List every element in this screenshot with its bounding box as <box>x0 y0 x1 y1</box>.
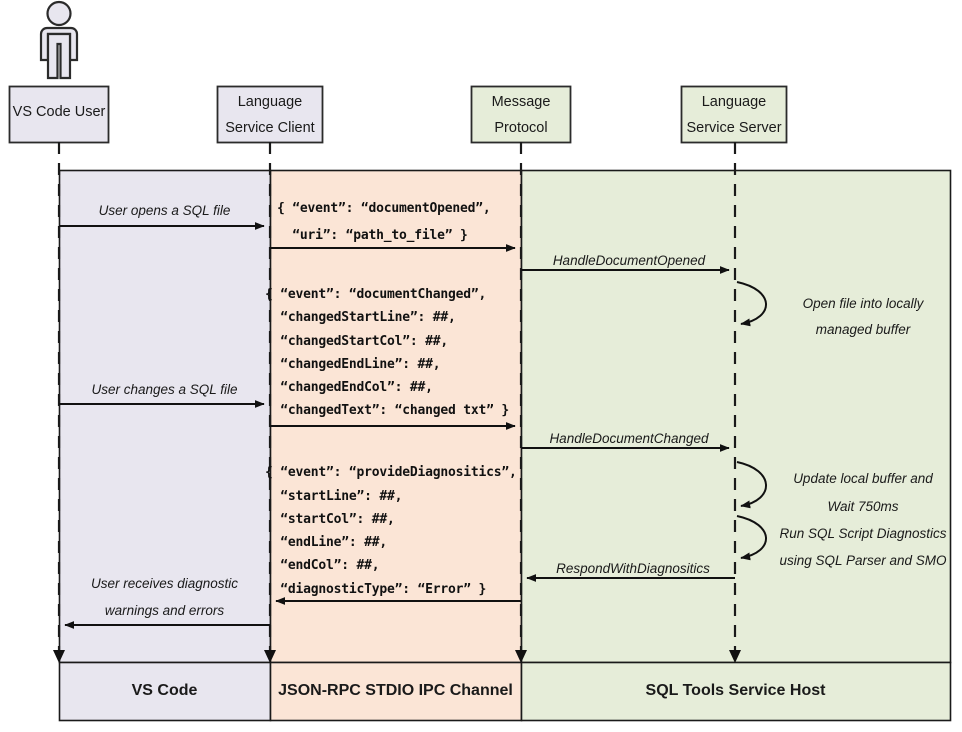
participant-label-language-service-client-line2: Service Client <box>225 120 315 136</box>
footer-band-service-host <box>520 661 952 722</box>
self-loop-run-script-diagnostics <box>736 515 767 561</box>
footer-label-vs-code: VS Code <box>131 682 198 699</box>
lifeline-terminators <box>53 650 741 663</box>
self-note-update-buffer-wait-line1: Update local buffer and <box>793 471 933 486</box>
participant-box-language-service-server[interactable] <box>680 85 788 144</box>
payload-provide-diagnositics-line-5: “endCol”: ##, <box>265 558 380 573</box>
payload-provide-diagnositics-line-3: “startCol”: ##, <box>265 512 395 527</box>
participant-label-language-service-client-line1: Language <box>237 94 303 110</box>
payload-document-changed-line-4: “changedEndLine”: ##, <box>265 357 441 372</box>
self-loop-update-buffer-wait <box>736 461 767 509</box>
self-loop-open-file-buffer <box>736 281 767 327</box>
message-label-handle-document-opened: HandleDocumentOpened <box>552 253 706 268</box>
participant-label-message-protocol-line2: Protocol <box>494 120 548 136</box>
payload-document-opened-line-2: “uri”: “path_to_file” } <box>277 228 468 243</box>
lifelines <box>57 142 737 655</box>
self-note-run-script-diagnostics-line1: Run SQL Script Diagnostics <box>779 526 947 541</box>
message-label-user-opens-sql-file: User opens a SQL file <box>98 203 231 218</box>
participant-boxes <box>8 85 788 144</box>
payload-provide-diagnositics-line-4: “endLine”: ##, <box>265 535 388 550</box>
self-note-open-file-buffer-line2: managed buffer <box>815 322 911 337</box>
person-icon <box>39 0 79 80</box>
payload-document-changed-line-6: “changedText”: “changed txt” } <box>265 403 510 418</box>
message-label-user-receives-diagnostics-line2: warnings and errors <box>104 603 225 618</box>
message-label-respond-with-diagnositics: RespondWithDiagnositics <box>556 561 710 576</box>
payload-document-changed-line-2: “changedStartLine”: ##, <box>265 310 456 325</box>
participant-label-language-service-server-line2: Service Server <box>686 120 782 136</box>
footer-label-service-host: SQL Tools Service Host <box>645 682 826 699</box>
payload-document-changed-line-5: “changedEndCol”: ##, <box>265 380 433 395</box>
payload-document-changed-line-1: { “event”: “documentChanged”, <box>265 287 487 302</box>
footer-band-ipc-channel <box>269 661 523 722</box>
self-note-run-script-diagnostics-line2: using SQL Parser and SMO <box>779 553 947 568</box>
message-label-handle-document-changed: HandleDocumentChanged <box>549 431 709 446</box>
participant-box-language-service-client[interactable] <box>216 85 324 144</box>
participant-label-vs-code-user: VS Code User <box>12 104 106 120</box>
self-loops <box>736 281 767 561</box>
band-ipc-channel <box>269 169 523 664</box>
participant-label-message-protocol-line1: Message <box>491 94 551 110</box>
payload-provide-diagnositics-line-1: { “event”: “provideDiagnositics”, <box>265 465 517 480</box>
payload-document-opened-line-1: { “event”: “documentOpened”, <box>277 201 491 216</box>
payload-provide-diagnositics-line-6: “diagnosticType”: “Error” } <box>265 582 487 597</box>
self-note-open-file-buffer-line1: Open file into locally <box>802 296 924 311</box>
self-note-update-buffer-wait-line2: Wait 750ms <box>827 499 899 514</box>
participant-label-language-service-server-line1: Language <box>701 94 767 110</box>
payload-document-changed-line-3: “changedStartCol”: ##, <box>265 334 449 349</box>
message-arrows <box>59 222 735 629</box>
footer-bands <box>58 661 952 722</box>
footer-label-ipc-channel: JSON-RPC STDIO IPC Channel <box>278 682 513 699</box>
band-vs-code <box>58 169 272 664</box>
message-label-user-changes-sql-file: User changes a SQL file <box>91 382 238 397</box>
payload-provide-diagnositics-line-2: “startLine”: ##, <box>265 489 403 504</box>
message-label-user-receives-diagnostics-line1: User receives diagnostic <box>90 576 239 591</box>
